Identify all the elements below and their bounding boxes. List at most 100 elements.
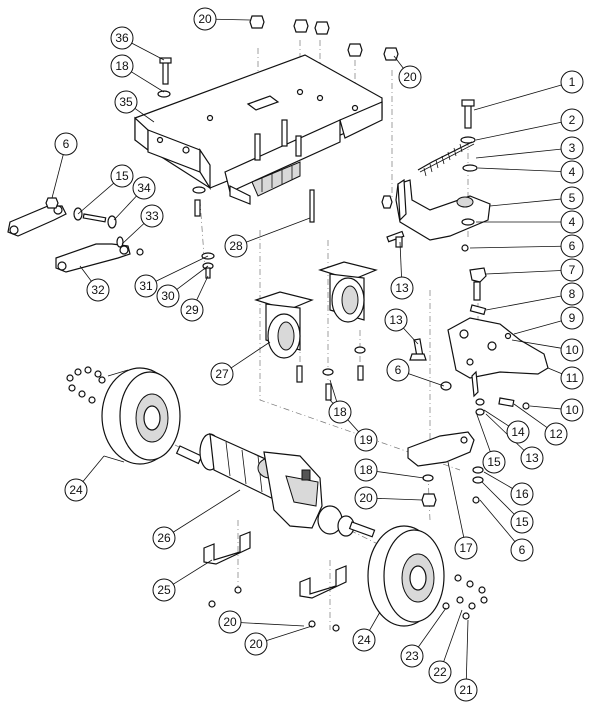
callout-34: 34 (132, 176, 156, 200)
callout-number: 4 (569, 165, 576, 179)
callout-leader-line (473, 84, 562, 111)
callout-circle (384, 308, 408, 332)
callout-circle (510, 538, 534, 562)
callout-number: 36 (115, 31, 129, 45)
callout-circle (152, 578, 176, 602)
callout-circle (110, 26, 134, 50)
callout-circle (544, 422, 568, 446)
callout-number: 2 (569, 113, 576, 127)
callout-circle (354, 458, 378, 482)
callout-circle (560, 70, 584, 94)
callout-bubbles: 1234546789101110121314151615617181920202… (54, 7, 584, 702)
callout-13: 13 (520, 446, 544, 470)
callout-20: 20 (244, 632, 268, 656)
callout-circle (560, 108, 584, 132)
callout-26: 26 (152, 526, 176, 550)
callout-circle (352, 628, 376, 652)
callout-leader-line (403, 327, 419, 345)
callout-leader-line (475, 121, 562, 141)
callout-circle (156, 284, 180, 308)
callout-number: 8 (569, 287, 576, 301)
callout-number: 19 (359, 433, 373, 447)
callout-circle (390, 276, 414, 300)
callout-circle (110, 164, 134, 188)
callout-9: 9 (560, 306, 584, 330)
callout-number: 20 (223, 615, 237, 629)
callout-circle (560, 234, 584, 258)
callout-11: 11 (560, 366, 584, 390)
callout-leader-line (173, 489, 241, 533)
left-link-arms (7, 197, 144, 273)
callout-6: 6 (54, 132, 78, 156)
callout-28: 28 (224, 234, 248, 258)
callout-number: 4 (569, 215, 576, 229)
callout-leader-line (465, 619, 469, 680)
callout-leader-line (131, 42, 165, 61)
callout-circle (560, 186, 584, 210)
callout-18: 18 (328, 400, 352, 424)
callout-number: 18 (333, 405, 347, 419)
callout-6: 6 (560, 234, 584, 258)
callout-circle (193, 7, 217, 31)
callout-circle (354, 428, 378, 452)
top-nuts (157, 15, 399, 194)
callout-leader-line (176, 265, 209, 290)
callout-leader-line (393, 55, 404, 69)
callout-10: 10 (560, 398, 584, 422)
callout-leader-line (485, 295, 562, 311)
callout-number: 20 (198, 12, 212, 26)
callout-leader-line (246, 217, 311, 243)
callout-circle (140, 204, 164, 228)
callout-circle (560, 366, 584, 390)
callout-leader-line (376, 471, 425, 479)
callout-circle (482, 450, 506, 474)
callout-number: 20 (359, 491, 373, 505)
callout-number: 35 (119, 95, 133, 109)
callout-21: 21 (454, 678, 478, 702)
callout-leader-line (529, 405, 562, 410)
callout-circle (560, 338, 584, 362)
callout-15: 15 (110, 164, 134, 188)
callout-number: 3 (569, 141, 576, 155)
callout-number: 31 (139, 279, 153, 293)
callout-circle (454, 536, 478, 560)
callout-number: 30 (161, 289, 175, 303)
caster-wheel-left (254, 291, 314, 383)
callout-number: 10 (565, 403, 579, 417)
callout-leader-line (469, 245, 562, 249)
callout-leader-line (196, 275, 209, 301)
callout-number: 13 (389, 313, 403, 327)
callout-20: 20 (218, 610, 242, 634)
callout-circle (398, 65, 422, 89)
callout-13: 13 (384, 308, 408, 332)
callout-number: 27 (215, 367, 229, 381)
callout-leader-line (376, 497, 423, 501)
callout-number: 15 (487, 455, 501, 469)
callout-33: 33 (140, 204, 164, 228)
callout-13: 13 (390, 276, 414, 300)
callout-20: 20 (354, 486, 378, 510)
callout-24: 24 (64, 478, 88, 502)
callout-leader-line (155, 255, 209, 282)
callout-22: 22 (428, 660, 452, 684)
callout-number: 24 (357, 633, 371, 647)
callout-20: 20 (398, 65, 422, 89)
spring-bracket-assembly (382, 99, 491, 252)
callout-19: 19 (354, 428, 378, 452)
callout-number: 12 (549, 427, 563, 441)
callout-leader-line (113, 195, 137, 221)
callout-2: 2 (560, 108, 584, 132)
main-frame (134, 54, 383, 205)
callout-36: 36 (110, 26, 134, 50)
callout-leader-line (447, 461, 465, 538)
callout-leader-line (479, 499, 516, 542)
callout-leader-line (82, 455, 105, 482)
callout-number: 34 (137, 181, 151, 195)
callout-circle (86, 278, 110, 302)
callout-circle (134, 274, 158, 298)
callout-number: 24 (69, 483, 83, 497)
callout-leader-line (483, 471, 513, 489)
callout-14: 14 (506, 420, 530, 444)
callout-number: 32 (91, 283, 105, 297)
